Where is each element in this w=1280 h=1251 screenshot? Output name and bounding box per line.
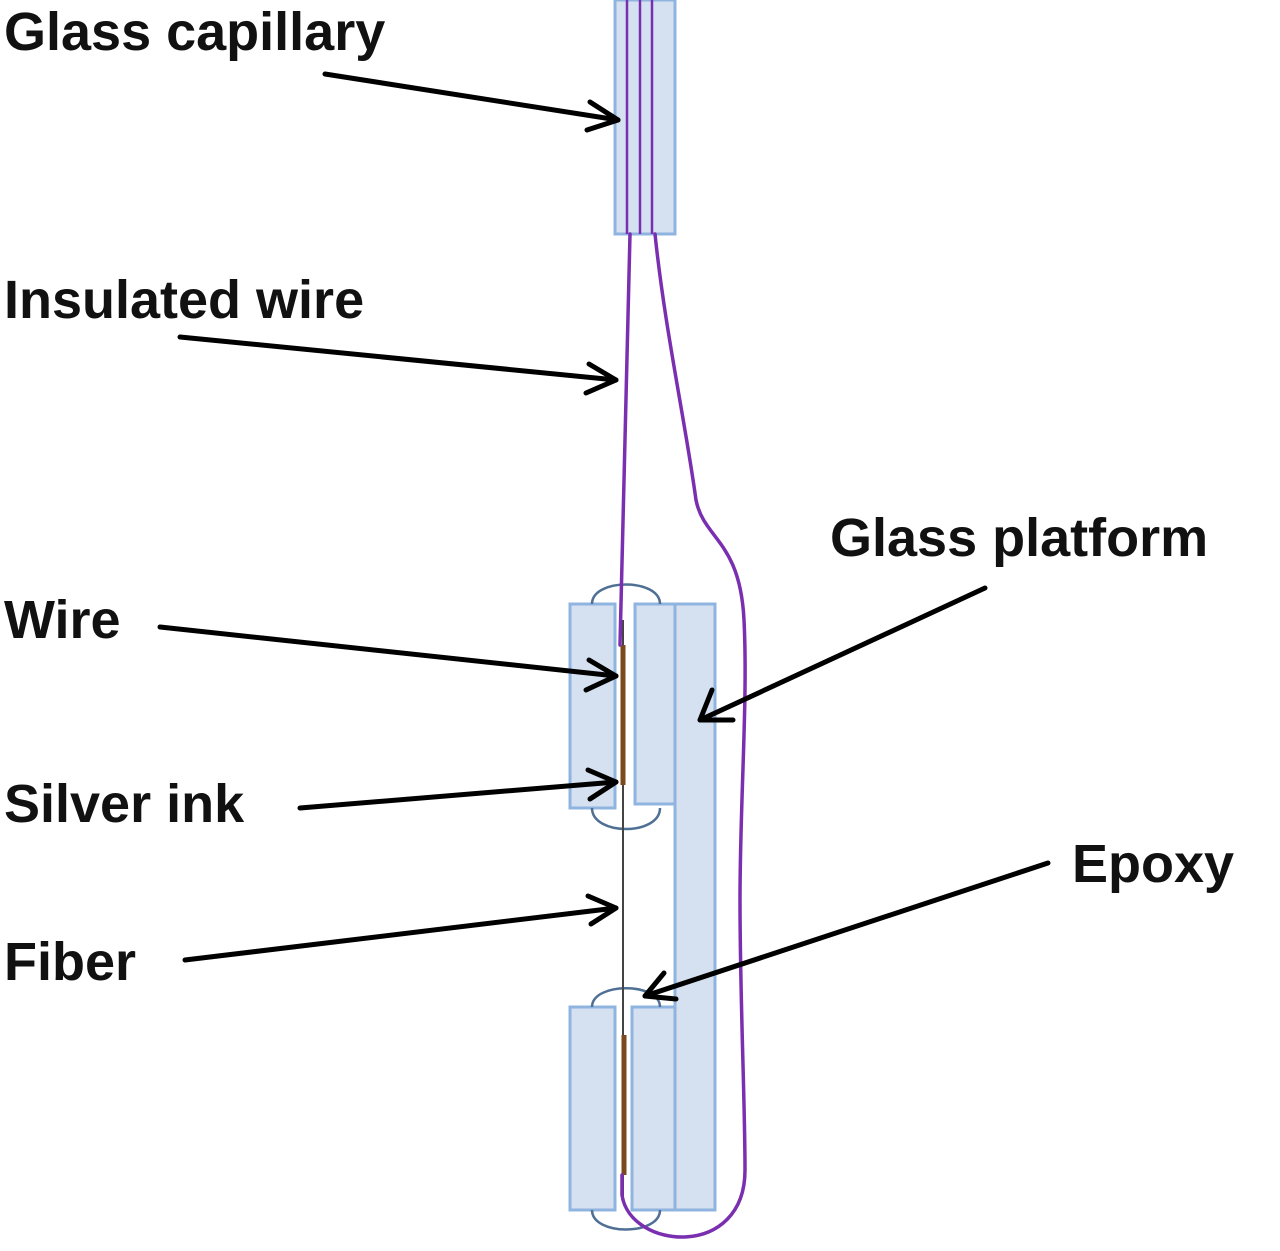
- label-insulated-wire: Insulated wire: [4, 270, 364, 330]
- arrow-insulated-wire: [177, 334, 619, 383]
- arrow-epoxy: [642, 860, 1051, 999]
- epoxy-lower-bottom: [590, 1209, 662, 1231]
- insulated-wire-left: [618, 232, 632, 647]
- lower-right-block: [630, 1005, 677, 1212]
- arrowhead-glass-capillary: [584, 99, 621, 133]
- arrowhead-glass-platform: [697, 687, 736, 723]
- arrow-wire: [157, 624, 619, 679]
- label-glass-platform: Glass platform: [830, 508, 1208, 568]
- label-epoxy: Epoxy: [1072, 834, 1234, 894]
- arrowhead-wire: [583, 657, 619, 693]
- epoxy-upper-bottom: [590, 807, 662, 831]
- glass-capillary: [613, 0, 677, 236]
- arrow-glass-capillary: [322, 71, 621, 123]
- epoxy-upper-top: [590, 583, 662, 605]
- epoxy-lower-top: [590, 987, 662, 1008]
- arrow-silver-ink: [297, 779, 619, 811]
- label-wire: Wire: [4, 590, 121, 650]
- insulated-wire-loop: [620, 232, 747, 1239]
- label-silver-ink: Silver ink: [4, 774, 245, 834]
- label-fiber: Fiber: [4, 932, 136, 992]
- arrowhead-insulated-wire: [583, 361, 619, 396]
- arrow-fiber: [182, 905, 619, 963]
- upper-right-block: [633, 602, 677, 806]
- arrow-glass-platform: [697, 585, 988, 723]
- lower-left-block: [568, 1005, 617, 1212]
- arrowhead-fiber: [585, 893, 619, 927]
- arrowhead-silver-ink: [585, 767, 619, 802]
- arrowhead-epoxy: [642, 970, 679, 1002]
- label-glass-capillary: Glass capillary: [4, 2, 385, 62]
